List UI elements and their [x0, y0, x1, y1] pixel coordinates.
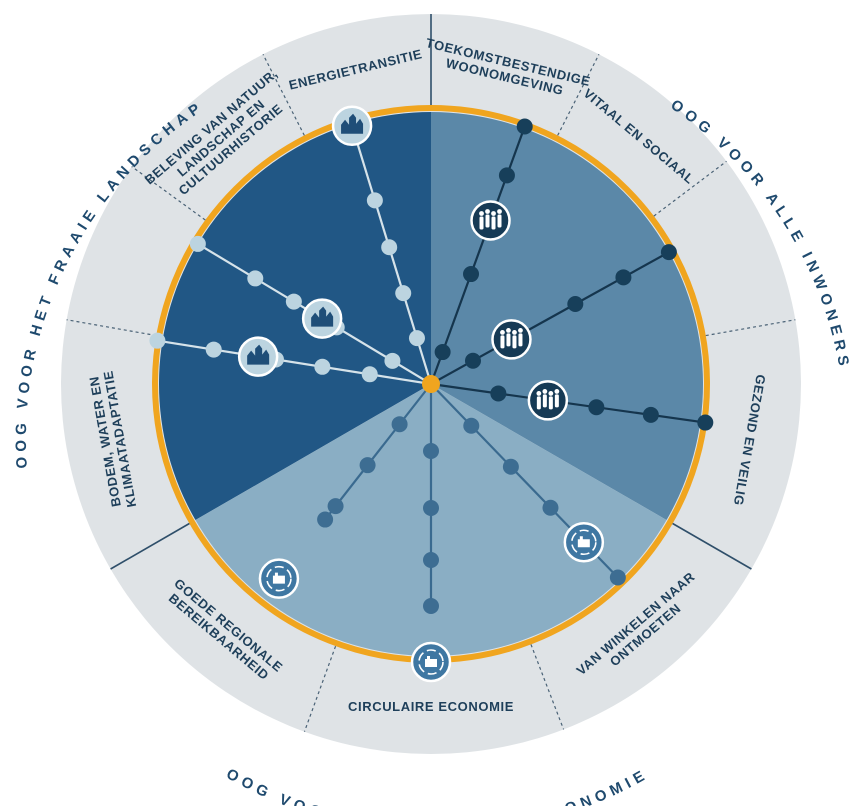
spoke-line: [157, 339, 432, 386]
spoke-dot: [642, 406, 659, 423]
spoke-dot: [498, 167, 515, 184]
spoke-end-dot: [697, 414, 714, 431]
spoke-dot: [615, 269, 632, 286]
spoke-dot: [361, 366, 378, 383]
spoke-line: [430, 382, 706, 424]
spoke-dot: [395, 285, 412, 302]
spoke-dot: [542, 499, 559, 516]
landscape-icon: [301, 298, 343, 339]
center-hub: [422, 375, 440, 393]
spoke-end-dot: [423, 598, 439, 614]
spoke-dot: [381, 239, 398, 256]
spoke-end-dot: [149, 332, 166, 349]
sector-landschap: [159, 112, 431, 520]
spoke-dot: [490, 385, 507, 402]
spoke-dot: [247, 270, 264, 287]
spoke-2: [430, 244, 677, 385]
economy-icon: [258, 558, 300, 599]
theme-divider: [672, 522, 752, 570]
spoke-dot: [314, 358, 331, 375]
segment-label: CIRCULAIRE ECONOMIE: [348, 699, 514, 714]
spoke-1: [429, 118, 533, 385]
spoke-dot: [205, 341, 222, 358]
landscape-icon: [331, 105, 373, 147]
spoke-dot: [366, 192, 383, 209]
spoke-end-dot: [516, 118, 533, 135]
spoke-end-dot: [609, 569, 626, 586]
spoke-0: [331, 105, 433, 385]
people-icon: [470, 200, 511, 241]
theme-divider: [110, 522, 190, 570]
spoke-dot: [463, 266, 480, 283]
spoke-dot: [588, 399, 605, 416]
spoke-dot: [567, 296, 584, 313]
spoke-dot: [423, 443, 439, 459]
spoke-dot: [408, 330, 425, 347]
spoke-dot: [423, 500, 439, 516]
economy-icon: [410, 641, 452, 683]
spoke-line: [324, 383, 432, 521]
spoke-end-dot: [660, 244, 677, 261]
spoke-7: [149, 332, 432, 386]
spoke-dot: [502, 458, 519, 475]
spoke-3: [430, 380, 714, 431]
spoke-end-dot: [189, 235, 206, 252]
spoke-dot: [327, 498, 344, 515]
spoke-dot: [423, 552, 439, 568]
people-icon: [491, 319, 532, 360]
spoke-dot: [463, 417, 480, 434]
spoke-dot: [464, 352, 481, 369]
spoke-group: [149, 105, 714, 683]
spoke-8: [189, 235, 432, 385]
spoke-end-dot: [317, 511, 334, 528]
segment-label-line: CIRCULAIRE ECONOMIE: [348, 699, 514, 714]
people-icon: [527, 380, 569, 421]
landscape-icon: [237, 336, 279, 377]
spoke-dot: [391, 416, 408, 433]
spoke-5: [410, 384, 452, 683]
economy-icon: [563, 522, 605, 563]
spoke-4: [430, 383, 626, 586]
spoke-dot: [285, 293, 302, 310]
spoke-dot: [434, 344, 451, 361]
spoke-6: [258, 383, 432, 599]
spoke-dot: [359, 457, 376, 474]
outer-label-economie: OOG VOOR EEN DUURZAME ECONOMIE: [223, 765, 651, 806]
divider-group: [66, 14, 796, 732]
spoke-dot: [384, 352, 401, 369]
